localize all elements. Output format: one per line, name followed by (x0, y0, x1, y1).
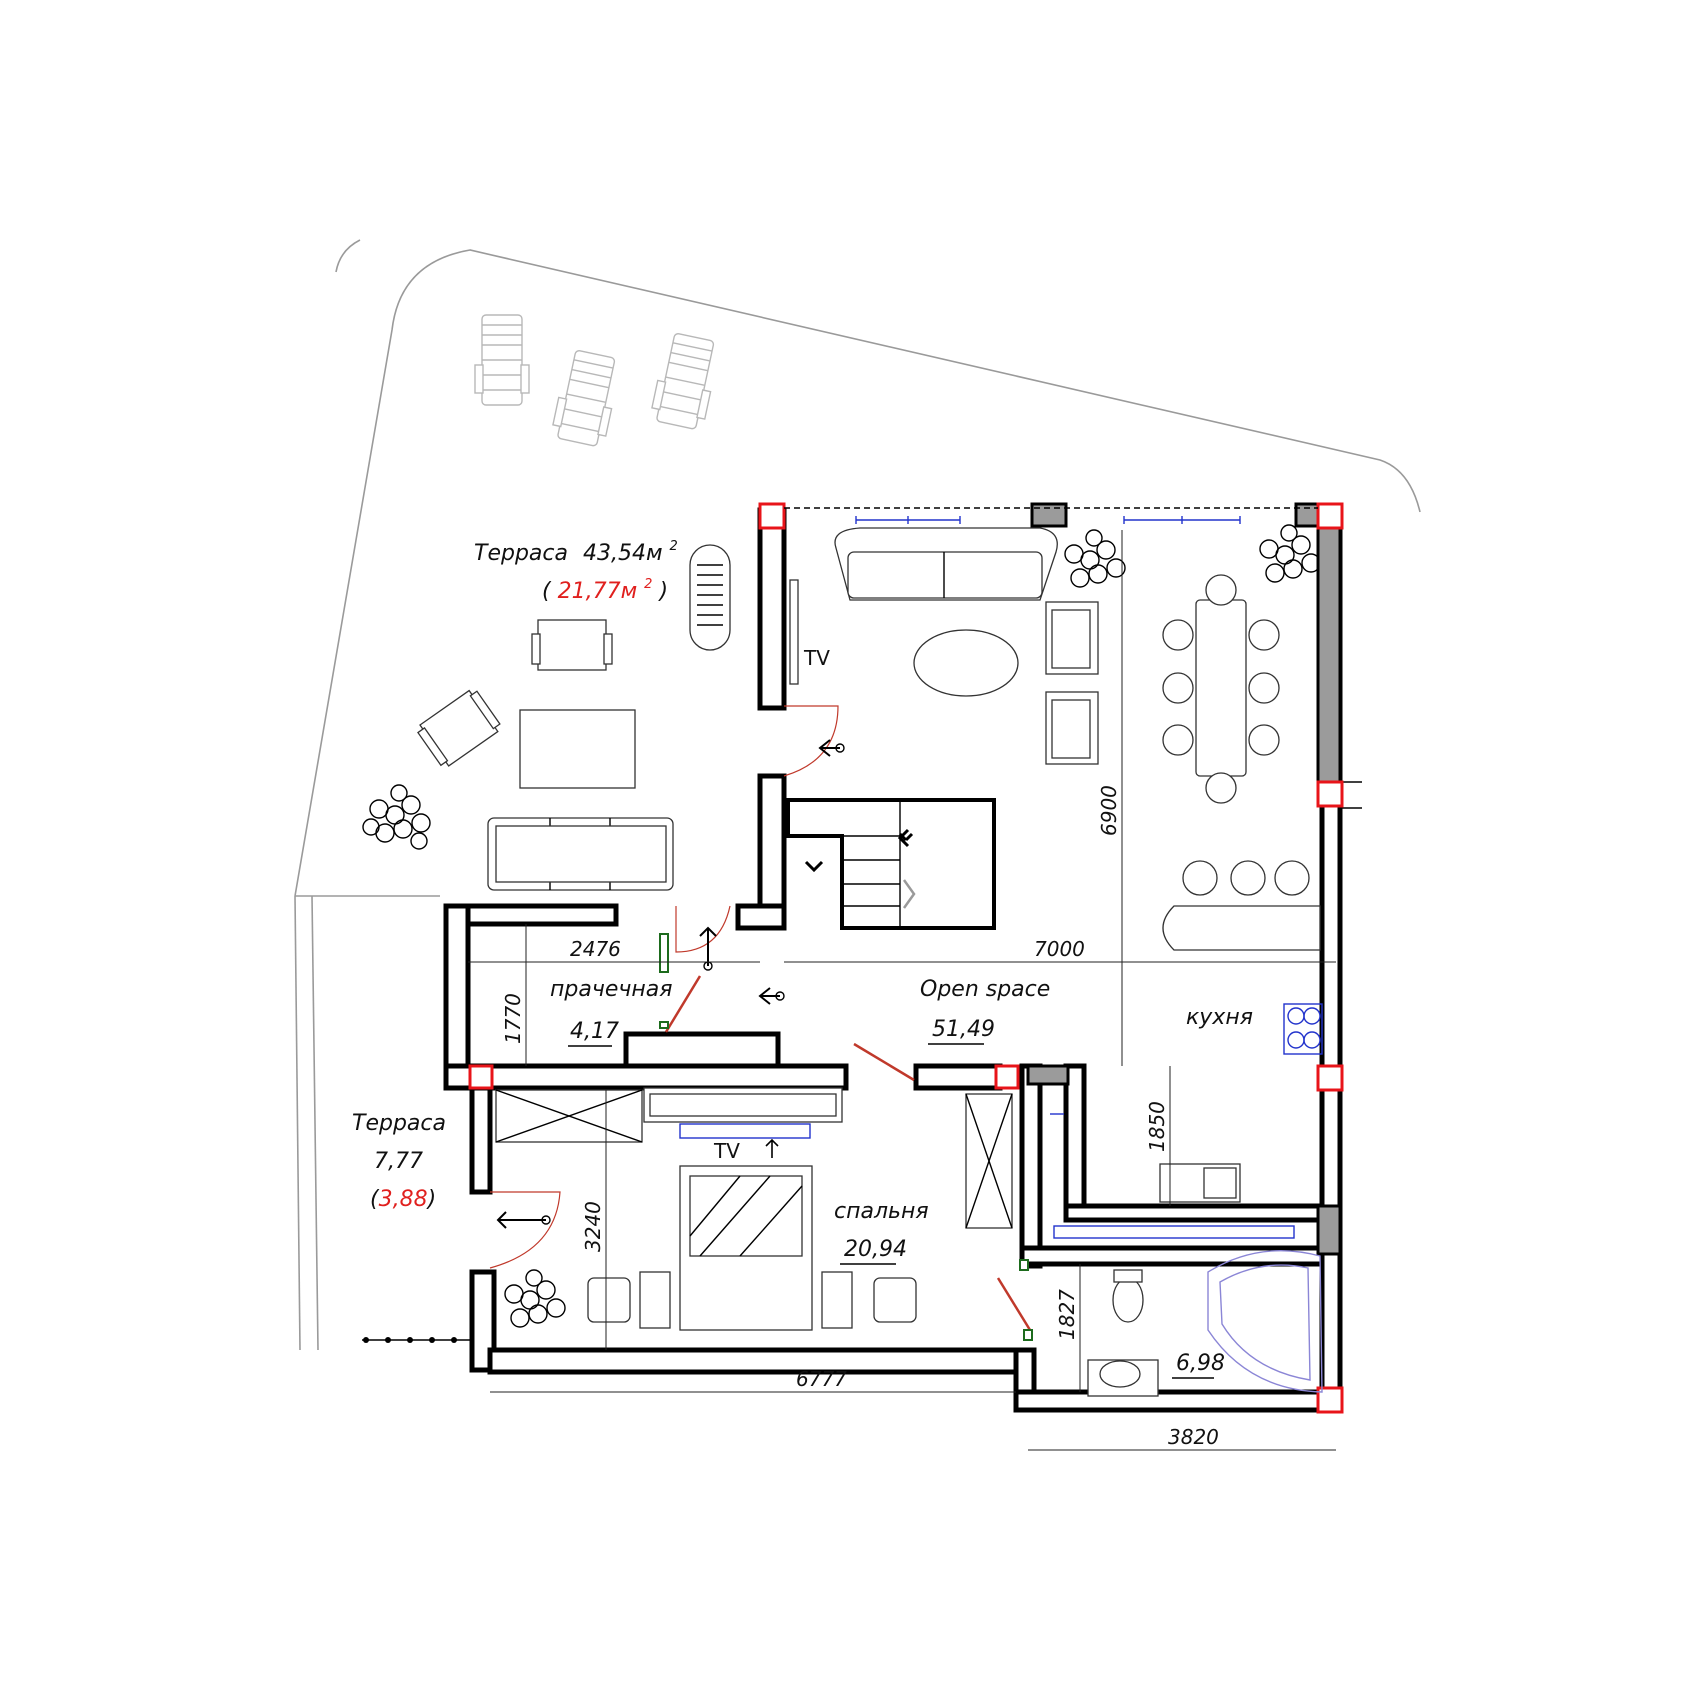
terrace-small-area: 7,77 (374, 1149, 423, 1174)
dimension-6777: 6777 (796, 1367, 847, 1391)
dimension-3820: 3820 (1168, 1425, 1219, 1449)
terrace-big-name: Терраса (474, 541, 568, 566)
terrace-big-half: ( 21,77м 2 ) (542, 569, 668, 604)
terrace-big-half-sup: 2 (644, 577, 652, 592)
columns (468, 502, 1344, 1414)
terrace-big-half-area: 21,77м (558, 579, 638, 604)
dimension-1827: 1827 (1055, 1289, 1079, 1340)
doors (489, 705, 1033, 1341)
bedroom-area: 20,94 (844, 1237, 907, 1262)
terrace-big-area: 43,54м (583, 541, 663, 566)
bedroom-furniture: TV (495, 1087, 1013, 1331)
laundry-area: 4,17 (570, 1019, 619, 1044)
dimension-2476: 2476 (570, 937, 621, 961)
terrace-furniture (417, 544, 731, 891)
staircase (786, 798, 996, 930)
terrace-outline (294, 239, 1421, 1351)
open-space-area: 51,49 (932, 1017, 995, 1042)
terrace-big-label: Терраса 43,54м 2 (474, 539, 678, 566)
dimension-6900: 6900 (1097, 785, 1121, 836)
fixtures (1050, 1003, 1323, 1397)
windows (784, 507, 1318, 524)
railing-line (362, 1337, 470, 1343)
open-space-name: Open space (920, 977, 1050, 1002)
dimension-labels: 2476 7000 6900 1770 1850 3240 1827 6777 … (501, 785, 1219, 1449)
tv-label-bedroom: TV (713, 1139, 740, 1163)
bedroom-name: спальня (834, 1199, 929, 1224)
room-labels: Терраса 43,54м 2 ( 21,77м 2 ) Терраса 7,… (352, 539, 1253, 1379)
tv-label-living: TV (803, 646, 830, 670)
living-furniture: TV (789, 527, 1099, 765)
laundry-name: прачечная (550, 977, 672, 1002)
terrace-small-half-area: 3,88 (379, 1187, 428, 1212)
dimension-lines (468, 530, 1336, 1451)
dining-furniture (1162, 574, 1321, 951)
sun-loungers (474, 314, 715, 447)
kitchen-name: кухня (1186, 1005, 1253, 1030)
dimension-1850: 1850 (1145, 1101, 1169, 1152)
terrace-small-name: Терраса (352, 1111, 446, 1136)
terrace-small-half: (3,88) (370, 1187, 436, 1212)
terrace-big-area-sup: 2 (670, 539, 678, 554)
bathroom-area: 6,98 (1176, 1351, 1225, 1376)
dimension-1770: 1770 (501, 993, 525, 1044)
dimension-3240: 3240 (581, 1201, 605, 1252)
dimension-7000: 7000 (1034, 937, 1085, 961)
